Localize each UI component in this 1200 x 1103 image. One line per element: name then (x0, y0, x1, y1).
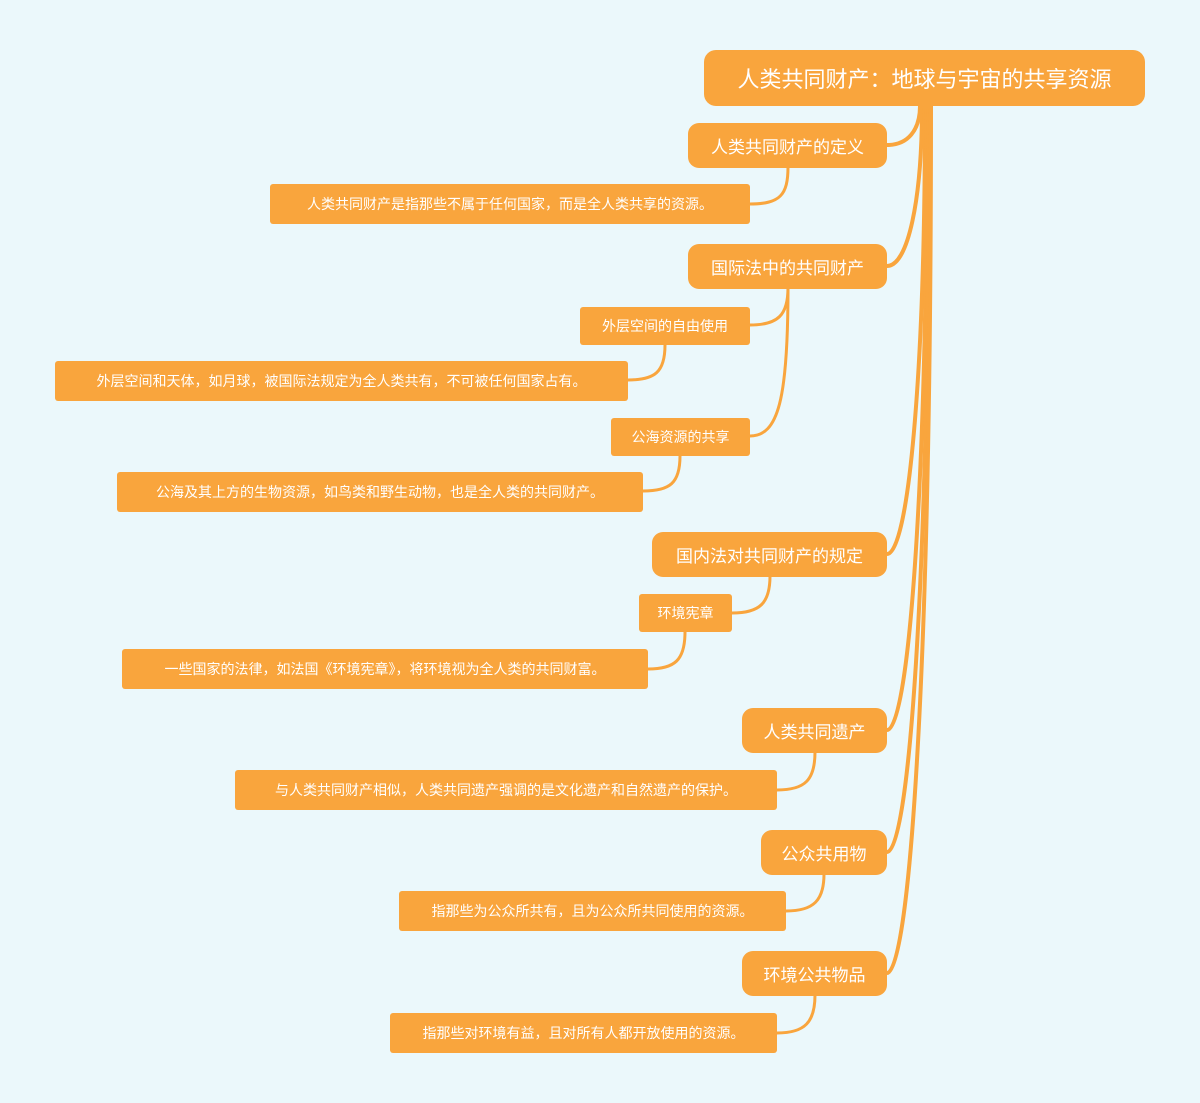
connector-b0-leaf (748, 165, 790, 206)
subbranch-environment-charter[interactable]: 环境宪章 (639, 594, 732, 632)
leaf-common-heritage[interactable]: 与人类共同财产相似，人类共同遗产强调的是文化遗产和自然遗产的保护。 (235, 770, 777, 810)
connector-b1c0-leaf (626, 343, 667, 382)
connector-b4-leaf (784, 872, 826, 913)
root-label: 人类共同财产：地球与宇宙的共享资源 (737, 68, 1112, 93)
connector-b5-leaf (775, 993, 817, 1035)
leaf-definition[interactable]: 人类共同财产是指那些不属于任何国家，而是全人类共享的资源。 (270, 184, 750, 224)
mindmap-root[interactable]: 人类共同财产：地球与宇宙的共享资源 (704, 50, 1145, 106)
connector-b2c0-leaf (646, 630, 687, 671)
leaf-label: 公海及其上方的生物资源，如鸟类和野生动物，也是全人类的共同财产。 (156, 485, 604, 501)
connector-root-b2 (885, 104, 927, 556)
leaf-label: 人类共同财产是指那些不属于任何国家，而是全人类共享的资源。 (307, 197, 713, 213)
connector-b1-c0 (748, 286, 790, 327)
branch-label: 人类共同财产的定义 (711, 138, 864, 158)
branch-label: 国际法中的共同财产 (711, 259, 864, 279)
connector-root-b1 (885, 104, 924, 268)
connector-root-b5 (885, 104, 933, 975)
leaf-high-seas[interactable]: 公海及其上方的生物资源，如鸟类和野生动物，也是全人类的共同财产。 (117, 472, 643, 512)
branch-domestic-law[interactable]: 国内法对共同财产的规定 (652, 532, 887, 577)
connector-root-b3 (885, 104, 929, 732)
leaf-outer-space[interactable]: 外层空间和天体，如月球，被国际法规定为全人类共有，不可被任何国家占有。 (55, 361, 628, 401)
branch-definition[interactable]: 人类共同财产的定义 (688, 123, 887, 168)
branch-common-heritage[interactable]: 人类共同遗产 (742, 708, 887, 753)
branch-international-law[interactable]: 国际法中的共同财产 (688, 244, 887, 289)
connector-root-b4 (885, 104, 931, 854)
leaf-label: 指那些为公众所共有，且为公众所共同使用的资源。 (431, 904, 754, 920)
branch-public-commons[interactable]: 公众共用物 (761, 830, 887, 875)
branch-label: 人类共同遗产 (763, 723, 866, 743)
subbranch-high-seas[interactable]: 公海资源的共享 (611, 418, 750, 456)
leaf-public-commons[interactable]: 指那些为公众所共有，且为公众所共同使用的资源。 (399, 891, 786, 931)
branch-label: 环境公共物品 (763, 966, 866, 986)
subbranch-label: 外层空间的自由使用 (602, 319, 728, 335)
connector-b1-c1 (748, 286, 790, 438)
connector-b1c1-leaf (641, 454, 682, 493)
connector-b2-c0 (730, 574, 772, 615)
connector-b3-leaf (775, 750, 817, 792)
leaf-label: 一些国家的法律，如法国《环境宪章》，将环境视为全人类的共同财富。 (164, 662, 606, 678)
branch-environmental-public-goods[interactable]: 环境公共物品 (742, 951, 887, 996)
leaf-environmental-public-goods[interactable]: 指那些对环境有益，且对所有人都开放使用的资源。 (390, 1013, 777, 1053)
branch-label: 国内法对共同财产的规定 (676, 547, 863, 567)
subbranch-label: 环境宪章 (657, 606, 714, 622)
branch-label: 公众共用物 (781, 845, 867, 865)
leaf-environment-charter[interactable]: 一些国家的法律，如法国《环境宪章》，将环境视为全人类的共同财富。 (122, 649, 648, 689)
subbranch-outer-space[interactable]: 外层空间的自由使用 (580, 307, 750, 345)
subbranch-label: 公海资源的共享 (631, 430, 730, 446)
leaf-label: 外层空间和天体，如月球，被国际法规定为全人类共有，不可被任何国家占有。 (96, 374, 587, 390)
connector-root-b0 (885, 104, 922, 147)
leaf-label: 与人类共同财产相似，人类共同遗产强调的是文化遗产和自然遗产的保护。 (275, 783, 737, 799)
leaf-label: 指那些对环境有益，且对所有人都开放使用的资源。 (422, 1026, 745, 1042)
